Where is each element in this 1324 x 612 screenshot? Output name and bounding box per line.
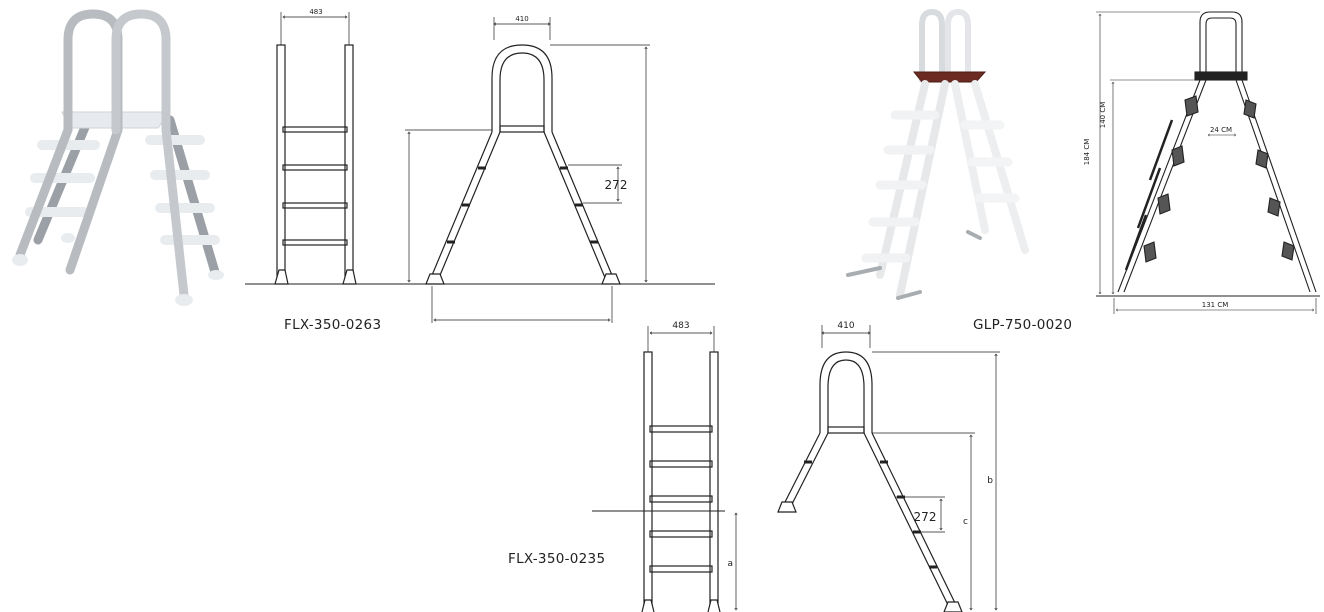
flx-0263-step-spacing-label: 272 (605, 178, 628, 192)
glp-platform-width-label: 24 CM (1210, 126, 1232, 134)
ladder-photo-flx-350-0263 (12, 9, 224, 306)
glp-total-height-label: 184 CM (1083, 139, 1091, 166)
flx-0263-front-width-label: 483 (309, 8, 322, 16)
dim-b-label: b (987, 476, 993, 486)
flx-0235-step-spacing-label: 272 (914, 510, 937, 524)
model-code-glp-750-0020: GLP-750-0020 (973, 317, 1072, 333)
glp-750-0020-front-view (1096, 11, 1320, 314)
dim-c-label: c (963, 517, 968, 527)
model-code-flx-350-0235: FLX-350-0235 (508, 551, 605, 567)
flx-0235-top-width-label: 410 (837, 321, 854, 331)
flx-350-0263-front-view (245, 12, 715, 285)
flx-350-0263-side-view (405, 17, 650, 323)
flx-350-0235-front-view (592, 326, 725, 612)
glp-base-width-label: 131 CM (1202, 301, 1229, 309)
flx-0235-front-width-label: 483 (672, 321, 689, 331)
ladder-photo-glp-750-0020 (846, 8, 1029, 300)
model-code-flx-350-0263: FLX-350-0263 (284, 317, 381, 333)
flx-350-0235-side-view (736, 325, 1000, 612)
dim-a-label: a (727, 559, 733, 569)
glp-platform-height-label: 140 CM (1099, 102, 1107, 129)
flx-0263-top-width-label: 410 (515, 15, 528, 23)
